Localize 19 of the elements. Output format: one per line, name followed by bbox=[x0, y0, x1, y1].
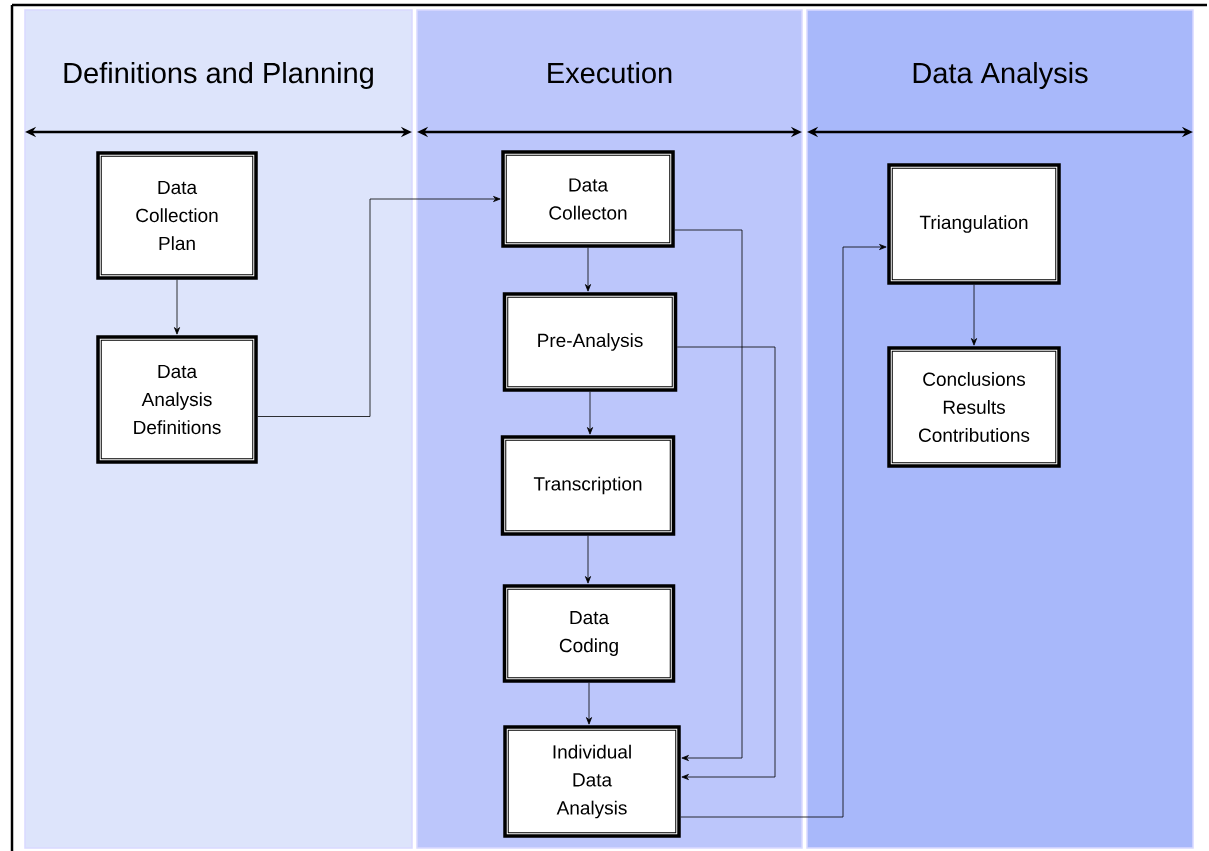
process-box: Conclusions Results Contributions bbox=[887, 346, 1061, 468]
arrow bbox=[586, 682, 592, 725]
arrow bbox=[971, 284, 977, 346]
process-box: Data Analysis Definitions bbox=[96, 335, 258, 464]
arrow bbox=[680, 244, 887, 818]
arrow bbox=[174, 279, 180, 335]
arrow bbox=[587, 391, 593, 435]
process-box: Individual Data Analysis bbox=[503, 725, 681, 838]
arrow bbox=[674, 229, 743, 761]
process-box: Data Collection Plan bbox=[96, 151, 258, 280]
process-box: Triangulation bbox=[887, 163, 1061, 285]
process-box: Pre-Analysis bbox=[502, 292, 678, 392]
arrow bbox=[585, 535, 591, 584]
process-box: Transcription bbox=[500, 435, 676, 536]
process-box: Data Coding bbox=[502, 584, 676, 683]
process-box: Data Collecton bbox=[501, 150, 675, 248]
arrow bbox=[257, 196, 501, 417]
arrow bbox=[676, 346, 776, 780]
arrow bbox=[585, 247, 591, 292]
